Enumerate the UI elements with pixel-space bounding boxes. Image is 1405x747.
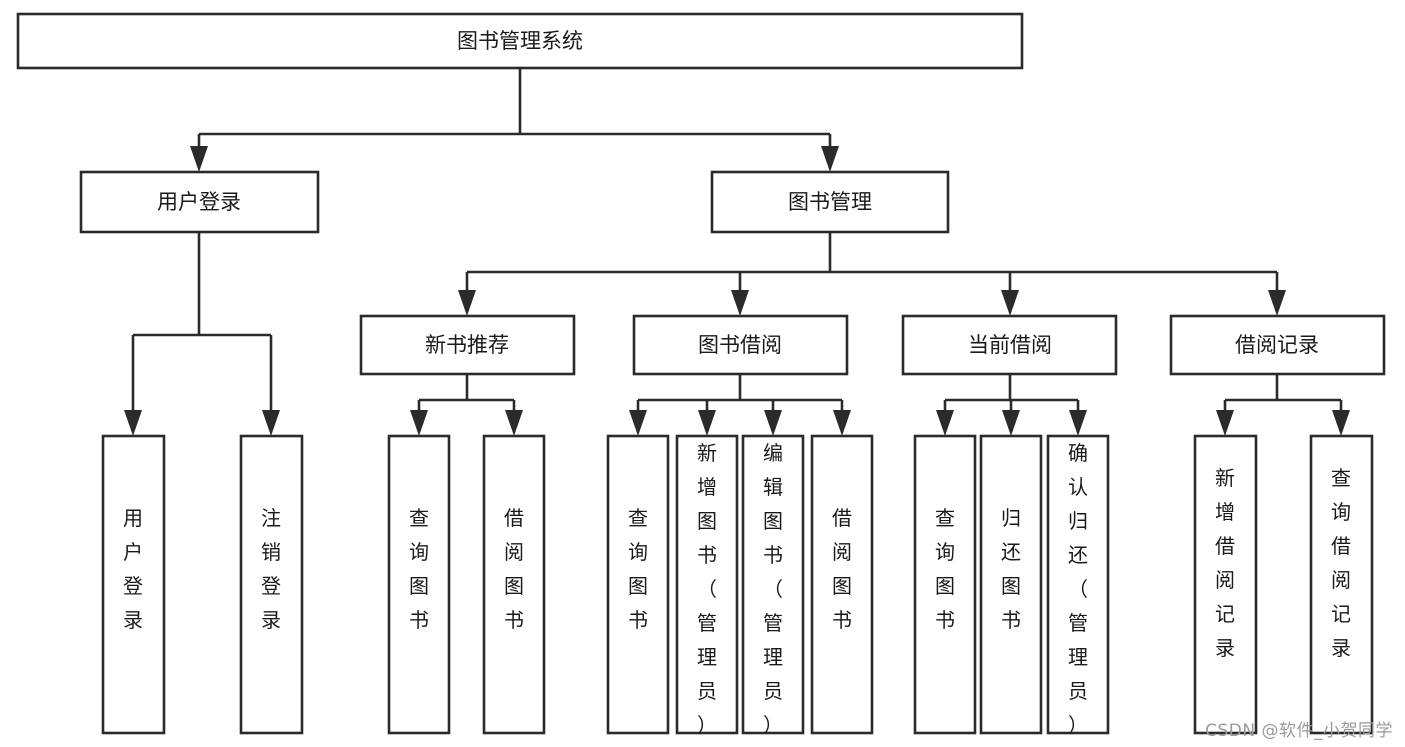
node-leaf-add-book-label: 新增图书（管理员）	[697, 441, 717, 737]
node-root-box[interactable]	[16, 12, 1024, 70]
node-book-manage[interactable]: 图书管理	[710, 170, 950, 234]
node-leaf-query-book-1-box[interactable]	[387, 434, 451, 735]
arrow-head-leaf-edit-book	[764, 410, 782, 436]
node-leaf-query-book-3-label: 查询图书	[935, 506, 955, 632]
node-leaf-query-book-3-box[interactable]	[913, 434, 977, 735]
node-leaf-user-login[interactable]: 用户登录	[101, 434, 166, 735]
connector-group-borrow-record	[1216, 374, 1350, 436]
node-leaf-query-book-2[interactable]: 查询图书	[606, 434, 670, 735]
arrow-head-book-borrow	[731, 290, 749, 316]
node-leaf-query-record-box[interactable]	[1309, 434, 1374, 735]
node-new-book-recommend-label: 新书推荐	[425, 333, 509, 357]
arrow-head-leaf-add-book	[698, 410, 716, 436]
arrow-head-leaf-borrow-book-1	[505, 410, 523, 436]
node-leaf-user-login-label: 用户登录	[123, 506, 143, 632]
node-book-manage-label: 图书管理	[788, 190, 872, 214]
arrow-head-leaf-query-record	[1332, 410, 1350, 436]
arrow-head-leaf-borrow-book-2	[833, 410, 851, 436]
connector-group-new-book-recommend	[410, 374, 523, 436]
node-leaf-query-book-1[interactable]: 查询图书	[387, 434, 451, 735]
arrow-head-borrow-record	[1268, 290, 1286, 316]
node-leaf-edit-book-label: 编辑图书（管理员）	[763, 441, 783, 737]
node-leaf-logout[interactable]: 注销登录	[239, 434, 304, 735]
arrow-head-leaf-user-login	[124, 410, 142, 436]
arrow-head-leaf-add-record	[1216, 410, 1234, 436]
node-leaf-logout-box[interactable]	[239, 434, 304, 735]
connector-group-root	[190, 68, 839, 172]
node-new-book-recommend[interactable]: 新书推荐	[359, 314, 576, 376]
node-borrow-record-box[interactable]	[1169, 314, 1386, 376]
node-root[interactable]: 图书管理系统	[16, 12, 1024, 70]
arrow-head-leaf-query-book-2	[629, 410, 647, 436]
connector-group-current-borrow	[936, 374, 1087, 436]
node-leaf-borrow-book-2-box[interactable]	[810, 434, 874, 735]
node-book-borrow-label: 图书借阅	[698, 333, 782, 357]
arrow-head-leaf-return-book	[1002, 410, 1020, 436]
node-leaf-return-book-label: 归还图书	[1001, 506, 1021, 632]
node-leaf-query-book-2-label: 查询图书	[628, 506, 648, 632]
node-leaf-query-book-3[interactable]: 查询图书	[913, 434, 977, 735]
node-leaf-edit-book[interactable]: 编辑图书（管理员）	[741, 434, 805, 737]
node-leaf-confirm-return-label: 确认归还（管理员）	[1068, 441, 1088, 737]
arrow-head-leaf-logout	[262, 410, 280, 436]
node-current-borrow-box[interactable]	[901, 314, 1118, 376]
arrow-head-leaf-confirm-return	[1069, 410, 1087, 436]
node-leaf-logout-label: 注销登录	[261, 506, 281, 632]
node-leaf-query-book-2-box[interactable]	[606, 434, 670, 735]
arrow-head-leaf-query-book-3	[936, 410, 954, 436]
node-leaf-add-record[interactable]: 新增借阅记录	[1193, 434, 1258, 735]
arrow-head-leaf-query-book-1	[410, 410, 428, 436]
connector-group-book-manage	[458, 232, 1286, 316]
node-leaf-confirm-return[interactable]: 确认归还（管理员）	[1046, 434, 1110, 737]
node-leaf-borrow-book-1-box[interactable]	[482, 434, 546, 735]
node-leaf-confirm-return-box[interactable]	[1046, 434, 1110, 735]
node-leaf-return-book[interactable]: 归还图书	[979, 434, 1043, 735]
node-borrow-record[interactable]: 借阅记录	[1169, 314, 1386, 376]
connector-group-user-login	[124, 232, 280, 436]
arrow-head-new-book-recommend	[458, 290, 476, 316]
node-leaf-borrow-book-1-label: 借阅图书	[504, 506, 524, 632]
node-leaf-add-book-box[interactable]	[675, 434, 739, 735]
node-book-borrow[interactable]: 图书借阅	[632, 314, 849, 376]
node-current-borrow-label: 当前借阅	[968, 333, 1052, 357]
node-book-borrow-box[interactable]	[632, 314, 849, 376]
node-leaf-add-book[interactable]: 新增图书（管理员）	[675, 434, 739, 737]
node-leaf-edit-book-box[interactable]	[741, 434, 805, 735]
node-leaf-return-book-box[interactable]	[979, 434, 1043, 735]
node-leaf-query-record[interactable]: 查询借阅记录	[1309, 434, 1374, 735]
node-leaf-query-book-1-label: 查询图书	[409, 506, 429, 632]
node-leaf-borrow-book-1[interactable]: 借阅图书	[482, 434, 546, 735]
node-root-label: 图书管理系统	[457, 29, 583, 53]
node-current-borrow[interactable]: 当前借阅	[901, 314, 1118, 376]
node-user-login-box[interactable]	[79, 170, 320, 234]
node-leaf-borrow-book-2-label: 借阅图书	[832, 506, 852, 632]
node-leaf-add-record-label: 新增借阅记录	[1215, 466, 1235, 660]
node-leaf-user-login-box[interactable]	[101, 434, 166, 735]
node-leaf-borrow-book-2[interactable]: 借阅图书	[810, 434, 874, 735]
node-borrow-record-label: 借阅记录	[1235, 333, 1319, 357]
arrow-head-book-manage	[821, 146, 839, 172]
node-new-book-recommend-box[interactable]	[359, 314, 576, 376]
node-leaf-query-record-label: 查询借阅记录	[1331, 466, 1351, 660]
node-book-manage-box[interactable]	[710, 170, 950, 234]
node-user-login-label: 用户登录	[157, 190, 241, 214]
connector-group-book-borrow	[629, 374, 851, 436]
arrow-head-user-login	[190, 146, 208, 172]
arrow-head-current-borrow	[1001, 290, 1019, 316]
node-user-login[interactable]: 用户登录	[79, 170, 320, 234]
node-leaf-add-record-box[interactable]	[1193, 434, 1258, 735]
